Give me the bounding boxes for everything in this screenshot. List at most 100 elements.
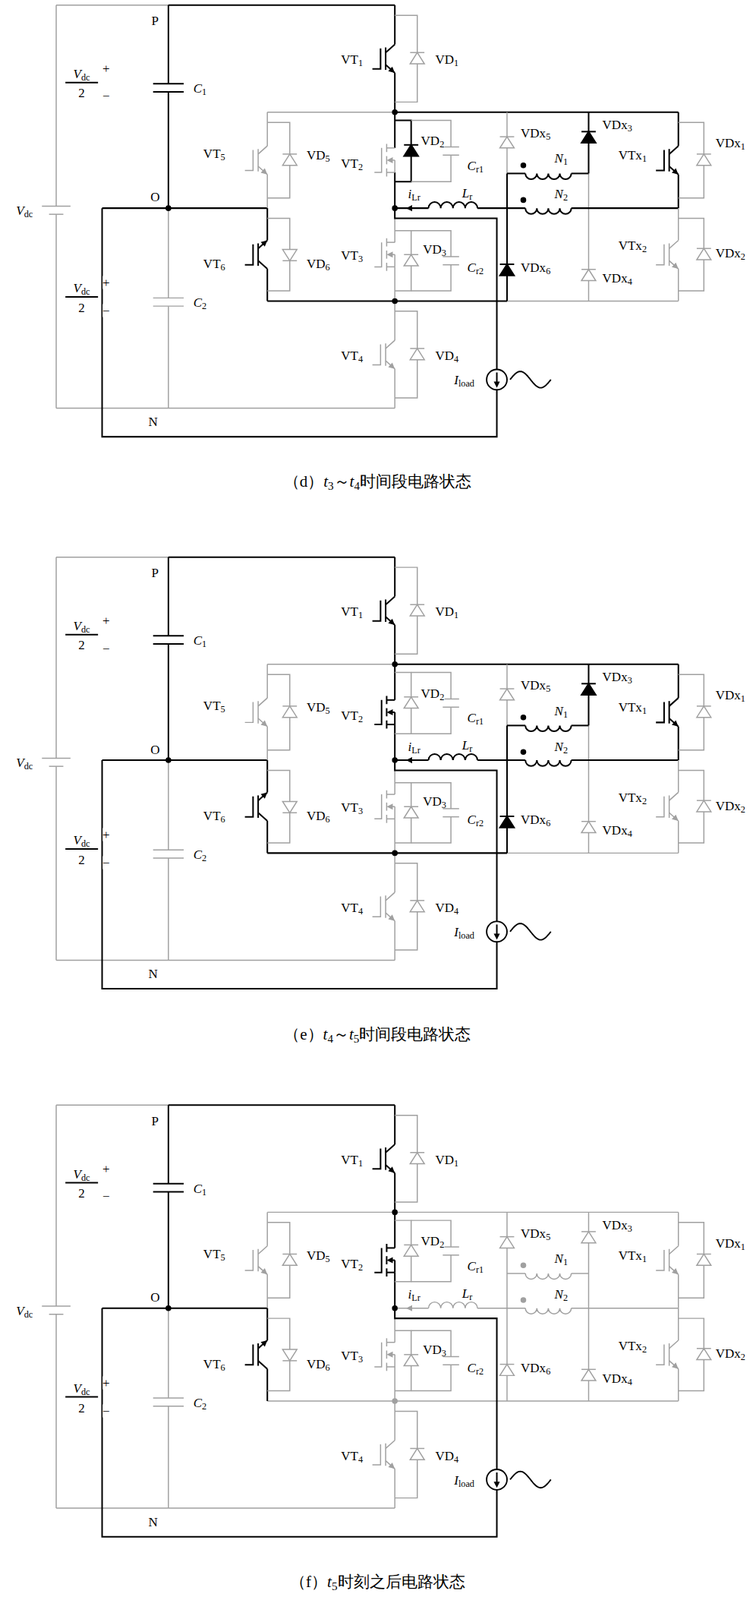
wire [386, 1246, 395, 1248]
component-label: VD3 [422, 1341, 447, 1355]
junction-dot [520, 197, 527, 204]
wire [167, 1104, 170, 1183]
wire [168, 1506, 395, 1508]
wire [696, 1347, 712, 1349]
diode-symbol [581, 269, 596, 281]
inductor-symbol [428, 753, 479, 760]
wire [442, 1363, 460, 1365]
wire [167, 91, 170, 208]
component-label: VTx1 [618, 148, 647, 162]
arrow-head [671, 262, 679, 269]
wire [394, 759, 497, 921]
arrow-head [387, 618, 395, 625]
component-label: C1 [193, 1181, 207, 1194]
wire [669, 1339, 679, 1349]
wire [393, 254, 395, 267]
diode-symbol [581, 1231, 596, 1243]
wire [245, 244, 254, 265]
wire [409, 899, 425, 901]
wire [55, 1104, 57, 1306]
wire [669, 812, 679, 821]
wire [153, 1396, 184, 1398]
wire [386, 790, 388, 799]
component-label: + [102, 276, 111, 290]
wire [153, 849, 184, 851]
diode-symbol [696, 705, 712, 718]
wire [384, 598, 387, 622]
wire [102, 759, 498, 989]
wire [167, 643, 170, 760]
wire [167, 1191, 170, 1308]
wire [56, 1104, 169, 1106]
wire [258, 166, 268, 175]
diode-symbol [409, 348, 425, 360]
component-label: O [150, 190, 160, 204]
component-label: VT5 [203, 1246, 226, 1260]
wire [266, 1211, 268, 1245]
wire [386, 262, 388, 271]
arrow-head [387, 1165, 395, 1172]
arrow-head [386, 1351, 393, 1358]
junction-dot [520, 162, 527, 169]
wire [394, 1211, 679, 1213]
component-label: C2 [193, 295, 207, 309]
wire [267, 663, 395, 665]
component-label: VD1 [434, 1152, 459, 1166]
wire [507, 1399, 679, 1401]
wire [384, 894, 386, 918]
wire [393, 1354, 395, 1367]
wire [385, 720, 388, 729]
wire [374, 148, 382, 173]
wire [386, 802, 388, 811]
wire [282, 1253, 297, 1254]
component-label: VDx1 [715, 1236, 746, 1250]
component-label: − [102, 1403, 111, 1417]
component-label: C1 [193, 81, 207, 95]
wire [153, 634, 184, 637]
wire [696, 705, 712, 706]
wire [41, 1304, 71, 1306]
component-label: 2 [78, 1186, 86, 1200]
component-label: VTx1 [618, 700, 647, 714]
wire [49, 765, 64, 766]
inductor-symbol [525, 173, 571, 180]
wire [677, 664, 680, 698]
wire [442, 1245, 460, 1247]
junction-dot [391, 850, 398, 857]
wire [384, 1146, 387, 1170]
wire [496, 1471, 498, 1482]
wire [669, 718, 679, 727]
diode-symbol [409, 1447, 425, 1459]
diode-symbol [282, 154, 297, 166]
component-label: N2 [554, 1287, 568, 1301]
wire [506, 724, 508, 853]
component-label: O [150, 742, 160, 756]
junction-dot [520, 714, 527, 721]
component-label: N1 [554, 1251, 568, 1265]
wire [393, 664, 396, 700]
arrow-head [671, 814, 679, 821]
component-label: iLr [408, 1287, 421, 1301]
wire [56, 959, 169, 961]
component-label: VDx6 [520, 812, 551, 826]
wire [258, 145, 268, 155]
wire [669, 1266, 679, 1275]
wire [266, 268, 268, 301]
component-label: 2 [78, 86, 86, 100]
wire [282, 812, 297, 813]
diode-symbol [500, 136, 515, 149]
wire [386, 1365, 395, 1367]
component-label: VT3 [340, 248, 363, 262]
sine-wave [510, 371, 552, 388]
diode-symbol [696, 154, 712, 166]
wire [393, 368, 395, 409]
wire [393, 1211, 396, 1248]
component-label: Cr1 [467, 710, 485, 724]
component-label: VT1 [340, 52, 363, 66]
wire [102, 207, 268, 209]
wire [411, 816, 451, 843]
wire [386, 147, 395, 149]
wire [477, 759, 526, 761]
component-label: VT5 [203, 698, 226, 712]
wire [258, 812, 268, 821]
